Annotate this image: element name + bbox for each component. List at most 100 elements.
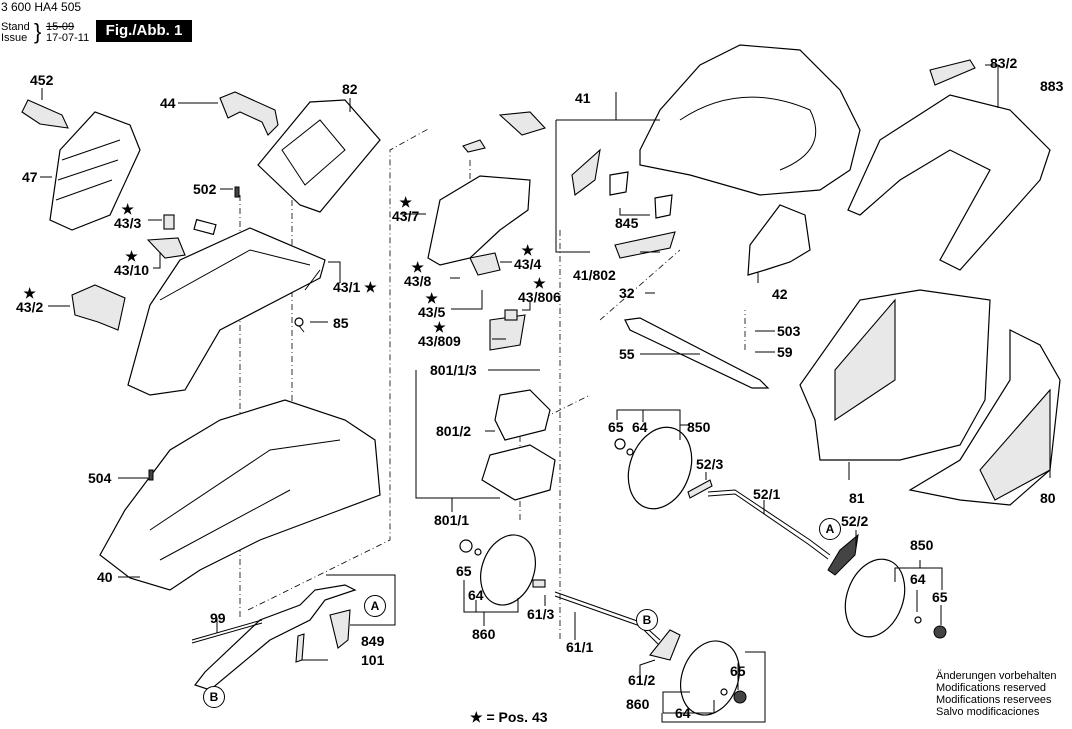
part-label-59: 59 xyxy=(777,344,793,360)
part-label-65-front-right: 65 xyxy=(932,589,948,605)
part-label-64-rear-left: 64 xyxy=(468,587,484,603)
part-label-43-809: ★43/809 xyxy=(418,319,461,349)
wheel-860-rear-left xyxy=(480,534,536,606)
pcb-801-2 xyxy=(494,389,551,441)
note-fr: Modifications reservees xyxy=(936,694,1052,706)
spring-85 xyxy=(294,317,304,327)
part-label-42: 42 xyxy=(772,286,788,302)
issue-date: 17-07-11 xyxy=(46,32,90,44)
part-label-43-7: ★43/7 xyxy=(392,194,420,224)
lid-82 xyxy=(257,99,381,213)
handle-883 xyxy=(847,94,1051,271)
handle-44 xyxy=(219,91,279,136)
part-label-61-3: 61/3 xyxy=(527,606,555,622)
part-label-65-front-left: 65 xyxy=(608,419,624,435)
bushing-61-3 xyxy=(532,579,546,588)
link-101 xyxy=(295,633,305,663)
part-label-80: 80 xyxy=(1040,490,1056,506)
lever xyxy=(194,584,357,691)
leader-lines xyxy=(40,88,1051,723)
switch-plate-43-10 xyxy=(146,237,186,259)
part-label-43-2: ★43/2 xyxy=(16,285,44,315)
part-label-65-rear-right: 65 xyxy=(730,663,746,679)
lever-61-2 xyxy=(649,629,681,661)
connector-43-806 xyxy=(504,309,518,321)
part-label-44: 44 xyxy=(160,95,176,111)
part-label-43-1: 43/1 ★ xyxy=(333,279,377,295)
part-label-55: 55 xyxy=(619,346,635,362)
part-label-101: 101 xyxy=(361,652,385,668)
part-label-99: 99 xyxy=(210,610,226,626)
housing-40 xyxy=(99,399,381,591)
part-star-top xyxy=(498,111,547,136)
spring-99 xyxy=(191,619,263,641)
deck-41 xyxy=(639,44,861,196)
modification-notes: Änderungen vorbehalten Modifications res… xyxy=(936,670,1056,718)
lever-52-2 xyxy=(827,533,859,576)
part-label-504: 504 xyxy=(88,470,112,486)
part-label-43-3: ★43/3 xyxy=(114,201,142,231)
flap-42 xyxy=(747,204,811,276)
cover-43-7 xyxy=(427,175,531,266)
part-label-850-front-left: 850 xyxy=(687,419,711,435)
part-label-860-rear-right: 860 xyxy=(626,696,650,712)
part-label-41-802: 41/802 xyxy=(573,267,616,283)
part-label-850-front-right: 850 xyxy=(910,537,934,553)
badge-452 xyxy=(21,99,69,129)
star-legend: ★ = Pos. 43 xyxy=(470,709,548,725)
reference-marker-a-axle: A xyxy=(819,518,841,540)
motor-801-1 xyxy=(481,444,556,501)
part-label-82: 82 xyxy=(342,81,358,97)
screw-502 xyxy=(234,186,240,198)
reference-marker-b-lever: B xyxy=(203,686,225,708)
axle-52-1 xyxy=(707,489,831,556)
label-plate xyxy=(193,218,217,236)
part-star-left xyxy=(462,139,486,153)
figure-label: Fig./Abb. 1 xyxy=(96,20,192,42)
part-label-43-8: ★43/8 xyxy=(404,259,432,289)
part-label-52-2: 52/2 xyxy=(841,513,869,529)
grip-83-2 xyxy=(929,59,976,86)
part-label-64-front-left: 64 xyxy=(632,419,648,435)
part-label-41: 41 xyxy=(575,90,591,106)
part-label-801-1: 801/1 xyxy=(434,512,470,528)
guard-upper xyxy=(571,148,601,196)
reference-marker-b-axle: B xyxy=(636,609,658,631)
part-label-502: 502 xyxy=(193,181,217,197)
cover-47 xyxy=(49,111,141,231)
part-label-61-2: 61/2 xyxy=(628,672,656,688)
part-label-849: 849 xyxy=(361,633,385,649)
guard-lower xyxy=(614,231,676,259)
clip-845-1 xyxy=(609,171,629,196)
knob-849 xyxy=(329,609,351,649)
part-label-52-1: 52/1 xyxy=(753,486,781,502)
part-label-40: 40 xyxy=(97,569,113,585)
part-label-81: 81 xyxy=(849,490,865,506)
wheel-850-front-right xyxy=(844,558,906,638)
part-label-452: 452 xyxy=(30,72,54,88)
part-label-503: 503 xyxy=(777,323,801,339)
issue-label: Issue xyxy=(1,32,28,44)
part-label-64-front-right: 64 xyxy=(910,571,926,587)
part-label-61-1: 61/1 xyxy=(566,639,594,655)
old-date: 15-09 xyxy=(46,21,75,33)
clip-845-2 xyxy=(654,194,673,219)
part-label-43-806: ★43/806 xyxy=(518,275,561,305)
part-label-52-3: 52/3 xyxy=(696,456,724,472)
part-label-83-2: 83/2 xyxy=(990,55,1018,71)
brace: } xyxy=(34,19,42,44)
part-label-43-4: ★43/4 xyxy=(514,242,542,272)
part-label-32: 32 xyxy=(619,285,635,301)
part-43-2 xyxy=(71,284,126,331)
switch-43-3 xyxy=(163,214,175,230)
part-label-43-10: ★43/10 xyxy=(114,248,150,278)
part-label-85: 85 xyxy=(333,315,349,331)
note-de: Änderungen vorbehalten xyxy=(936,670,1057,682)
note-en: Modifications reserved xyxy=(936,682,1047,694)
part-label-64-rear-right: 64 xyxy=(675,705,691,721)
plate-43-4 xyxy=(469,252,501,276)
reference-marker-a-lever: A xyxy=(364,595,386,617)
blade-55 xyxy=(624,317,770,389)
part-label-43-5: ★43/5 xyxy=(418,290,446,320)
